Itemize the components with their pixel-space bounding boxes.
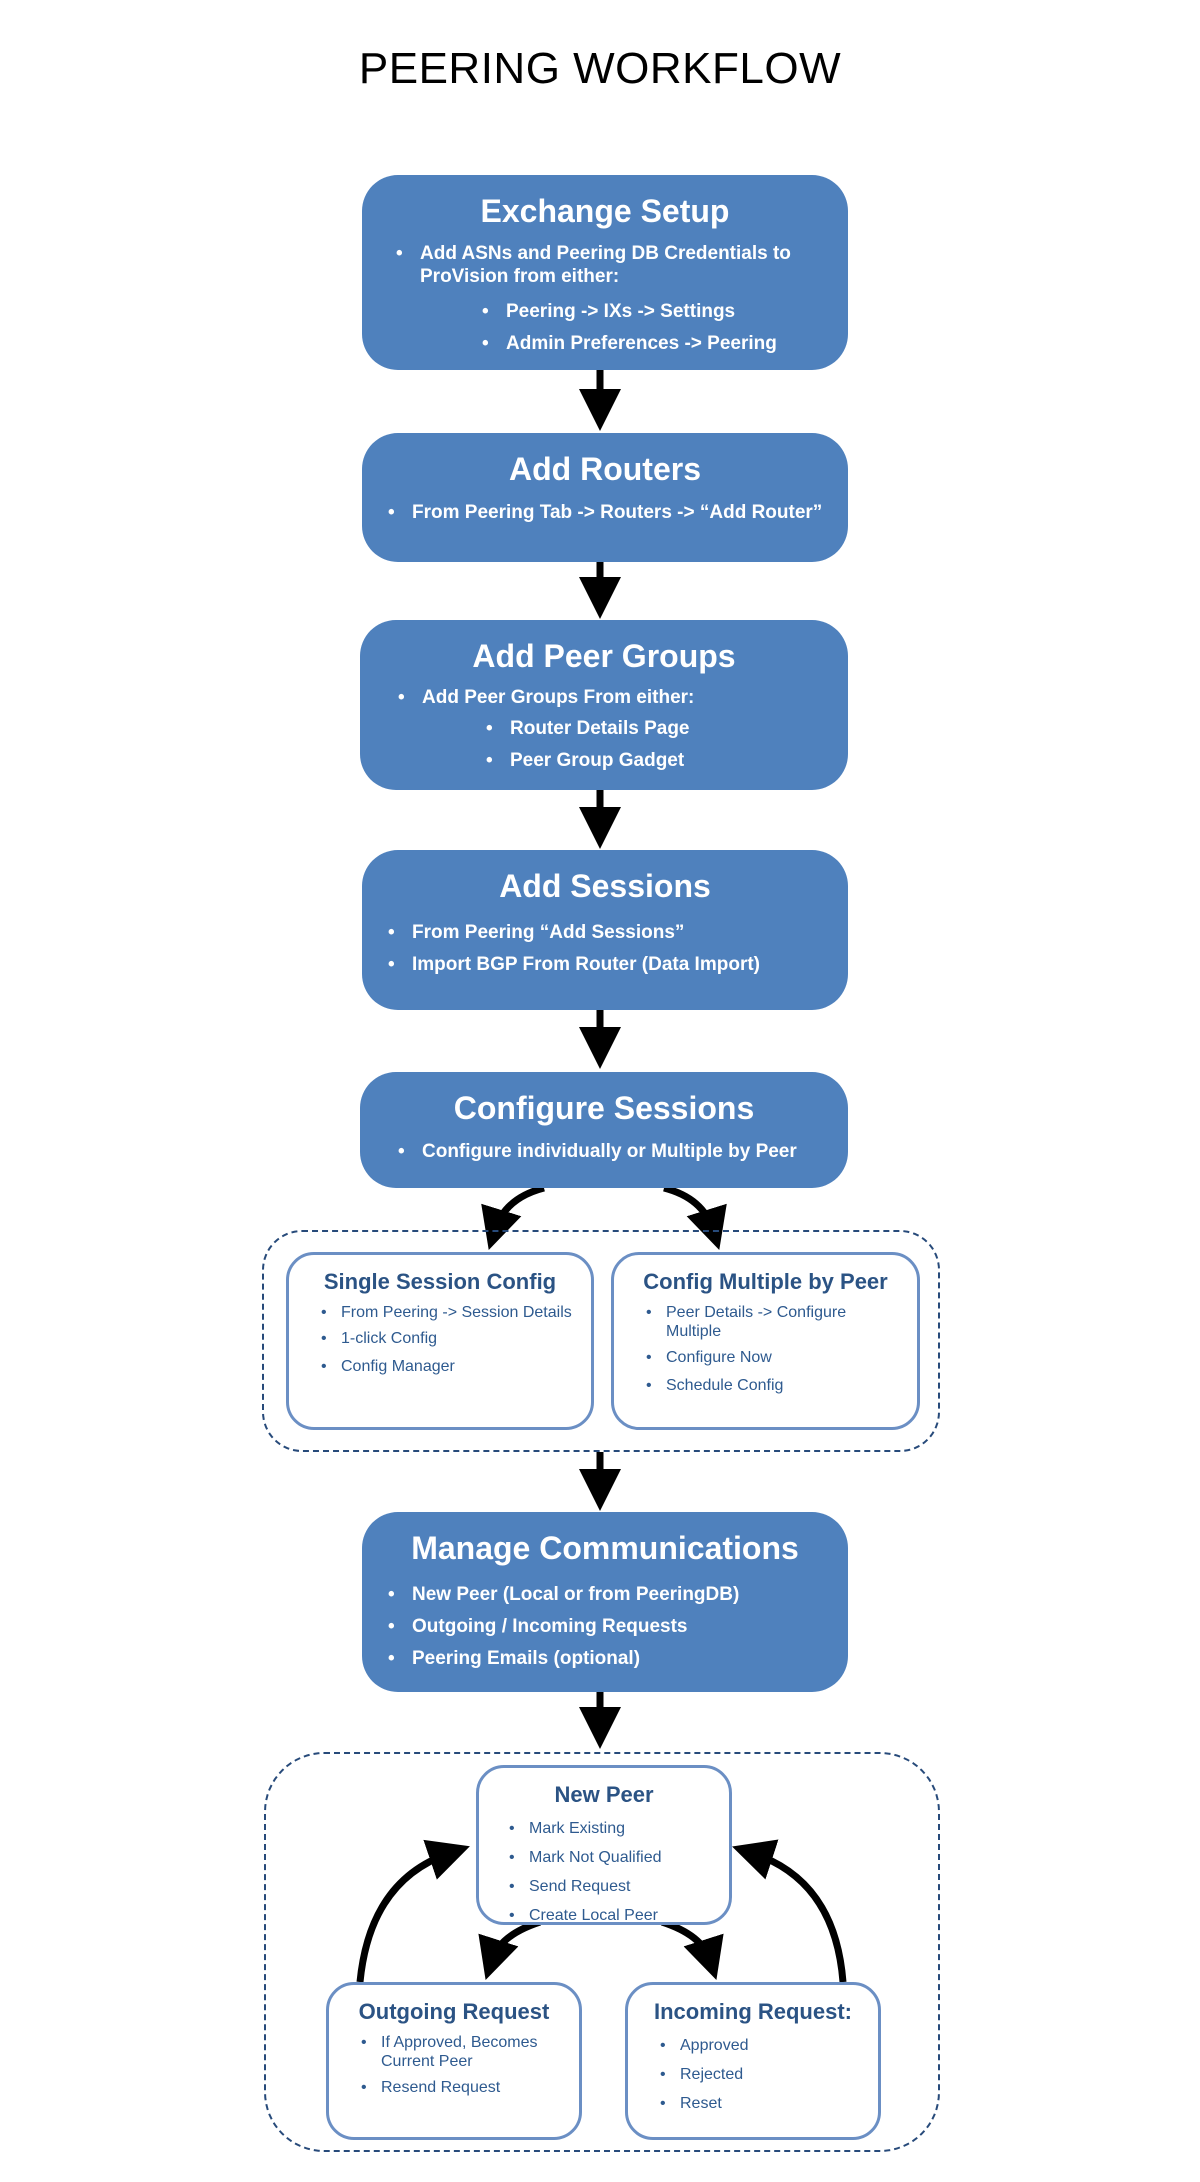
exchange-setup-sub-1: Peering -> IXs -> Settings <box>482 296 824 328</box>
config-multiple-by-peer-title: Config Multiple by Peer <box>643 1269 888 1294</box>
manage-communications-bullet-1: New Peer (Local or from PeeringDB) <box>388 1579 824 1611</box>
incoming-request-item-2: Rejected <box>660 2060 864 2089</box>
add-routers-bullet: From Peering Tab -> Routers -> “Add Rout… <box>388 502 824 524</box>
exchange-setup-sub-2: Admin Preferences -> Peering <box>482 328 824 360</box>
manage-communications-title: Manage Communications <box>411 1530 799 1566</box>
add-sessions-title: Add Sessions <box>499 868 711 904</box>
manage-communications-bullet-2: Outgoing / Incoming Requests <box>388 1611 824 1643</box>
add-routers-title: Add Routers <box>509 451 701 487</box>
config-multiple-by-peer-item-3: Schedule Config <box>646 1377 899 1395</box>
add-peer-groups-sub-2: Peer Group Gadget <box>486 745 824 777</box>
config-multiple-by-peer-item-1: Peer Details -> Configure Multiple <box>646 1303 899 1341</box>
single-session-config-item-3: Config Manager <box>321 1358 573 1376</box>
exchange-setup-box: Exchange Setup Add ASNs and Peering DB C… <box>362 175 848 370</box>
add-routers-box: Add Routers From Peering Tab -> Routers … <box>362 433 848 562</box>
outgoing-request-title: Outgoing Request <box>358 1999 550 2024</box>
arrow-configure-to-multiple <box>663 1184 727 1251</box>
new-peer-item-4: Create Local Peer <box>509 1901 715 1930</box>
config-options-group <box>262 1230 940 1452</box>
communications-cycle-group <box>264 1752 940 2152</box>
add-sessions-bullet-1: From Peering “Add Sessions” <box>388 917 824 949</box>
add-peer-groups-box: Add Peer Groups Add Peer Groups From eit… <box>360 620 848 790</box>
arrow-incoming-to-new-peer <box>732 1839 847 1983</box>
new-peer-box: New Peer Mark Existing Mark Not Qualifie… <box>476 1765 732 1930</box>
add-sessions-box: Add Sessions From Peering “Add Sessions”… <box>362 850 848 1010</box>
configure-sessions-box: Configure Sessions Configure individuall… <box>360 1072 848 1188</box>
single-session-config-title: Single Session Config <box>323 1269 557 1294</box>
configure-sessions-title: Configure Sessions <box>453 1090 755 1126</box>
page-title: PEERING WORKFLOW <box>358 44 842 93</box>
incoming-request-title: Incoming Request: <box>653 1999 852 2024</box>
arrow-outgoing-to-new-peer <box>356 1839 470 1983</box>
incoming-request-item-3: Reset <box>660 2089 864 2118</box>
outgoing-request-box: Outgoing Request If Approved, Becomes Cu… <box>326 1982 582 2140</box>
add-peer-groups-title: Add Peer Groups <box>472 638 736 674</box>
manage-communications-box: Manage Communications New Peer (Local or… <box>362 1512 848 1692</box>
add-sessions-bullet-2: Import BGP From Router (Data Import) <box>388 949 824 981</box>
single-session-config-item-1: From Peering -> Session Details <box>321 1303 573 1322</box>
configure-sessions-bullet: Configure individually or Multiple by Pe… <box>398 1141 824 1163</box>
single-session-config-box: Single Session Config From Peering -> Se… <box>286 1252 594 1430</box>
new-peer-item-2: Mark Not Qualified <box>509 1843 715 1872</box>
add-peer-groups-bullet: Add Peer Groups From either: <box>398 687 824 709</box>
incoming-request-item-1: Approved <box>660 2031 864 2060</box>
config-multiple-by-peer-item-2: Configure Now <box>646 1349 899 1367</box>
single-session-config-item-2: 1-click Config <box>321 1330 573 1348</box>
new-peer-item-3: Send Request <box>509 1872 715 1901</box>
exchange-setup-title: Exchange Setup <box>480 193 730 229</box>
arrow-configure-to-single <box>481 1184 545 1251</box>
new-peer-item-1: Mark Existing <box>509 1814 715 1843</box>
new-peer-title: New Peer <box>554 1782 654 1807</box>
config-multiple-by-peer-box: Config Multiple by Peer Peer Details -> … <box>611 1252 920 1430</box>
add-peer-groups-sub-1: Router Details Page <box>486 713 824 745</box>
outgoing-request-item-1: If Approved, Becomes Current Peer <box>361 2033 565 2071</box>
exchange-setup-bullet: Add ASNs and Peering DB Credentials to P… <box>396 242 824 288</box>
outgoing-request-item-2: Resend Request <box>361 2079 565 2097</box>
incoming-request-box: Incoming Request: Approved Rejected Rese… <box>625 1982 881 2140</box>
manage-communications-bullet-3: Peering Emails (optional) <box>388 1643 824 1675</box>
